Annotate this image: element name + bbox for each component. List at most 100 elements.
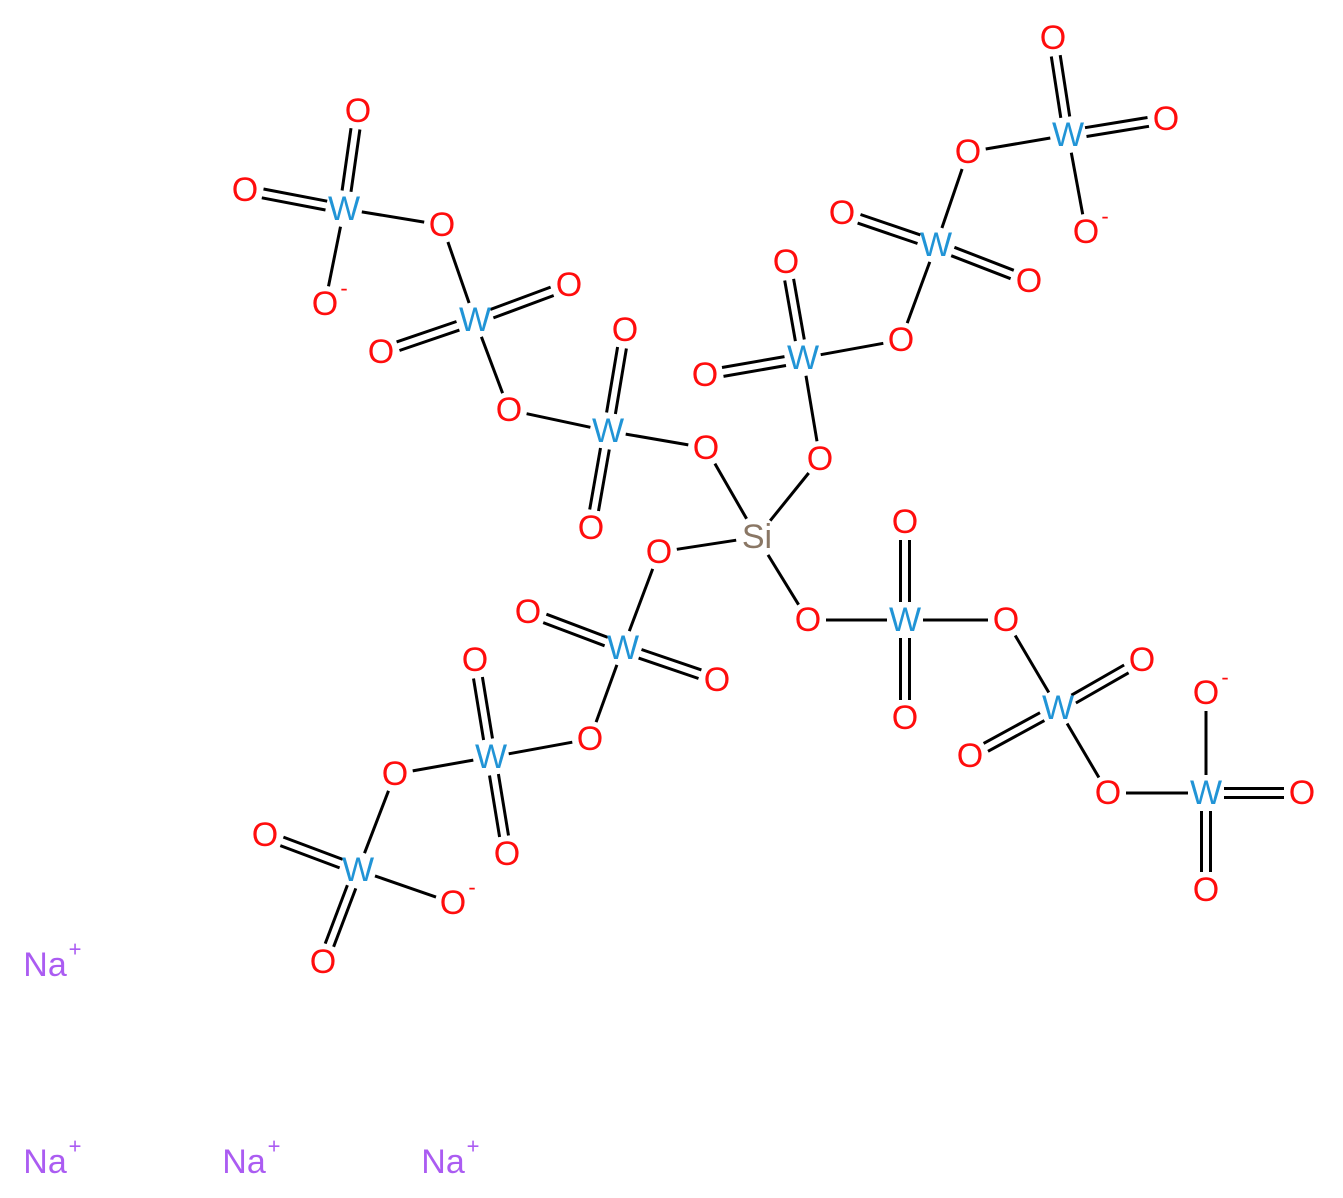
negative-charge-label: - [1101,204,1108,229]
single-bond-line [625,432,689,447]
atom-o_b1: O [496,391,522,429]
positive-charge-label: + [268,1134,281,1159]
atom-label: O [773,243,799,281]
atom-w3_ol: O [232,171,258,209]
single-bond-line [820,341,884,357]
single-bond-line [804,375,819,442]
single-bond-line [594,664,619,723]
atom-w3_ot: O [345,92,371,130]
atom-label: O [429,206,455,244]
double-bond-line [282,835,344,861]
single-bond-line [361,210,425,224]
atom-label: W [459,301,491,339]
atom-label: W [592,412,624,450]
atom-o_b5: O [577,720,603,758]
atom-w5_or: O [1016,262,1042,300]
single-bond-line [526,412,591,429]
atom-w4_ot: O [773,243,799,281]
atom-label: O [955,133,981,171]
single-bond-line [713,462,748,520]
double-bond-line [641,648,702,672]
atom-w6: W [1052,116,1084,154]
atom-w2: W [459,301,491,339]
atom-label: O [496,391,522,429]
atom-w2_ol: O [368,333,394,371]
double-bond-line [1084,116,1148,130]
atom-label: Na [222,1143,266,1181]
double-bond-line [588,447,602,510]
atom-label: O [1193,871,1219,909]
double-bond-line [1058,54,1072,117]
double-bond-line [1086,124,1150,138]
atom-label: O [310,943,336,981]
single-bond-line [412,758,474,773]
atom-label: O [440,884,466,922]
double-bond-line [349,129,362,193]
atom-label: W [1052,116,1084,154]
single-bond-line [676,538,737,551]
double-bond-line [542,621,606,648]
atom-label: O [232,171,258,209]
atom-label: O [612,311,638,349]
atom-label: W [607,629,639,667]
double-bond-line [1070,663,1125,697]
atom-label: Si [742,518,772,556]
atom-label: O [795,601,821,639]
atom-w9_om: O- [440,875,476,923]
atom-w2_or: O [556,266,582,304]
atom-na4: Na+ [421,1134,479,1182]
atom-label: O [345,92,371,130]
double-bond-line [638,656,699,680]
atom-w12: W [1190,774,1222,812]
atom-label: O [382,755,408,793]
atom-w9_ol: O [252,816,278,854]
double-bond-line [953,245,1015,272]
double-bond-line [783,280,797,342]
atom-label: W [889,601,921,639]
atom-w8_ob: O [494,835,520,873]
double-bond-line [987,719,1046,753]
double-bond-line [396,320,457,344]
atom-o2: O [807,440,833,478]
atom-label: O [252,816,278,854]
atom-label: O [312,285,338,323]
single-bond-line [627,568,655,632]
atom-w12_om: O- [1193,665,1229,713]
atom-label: O [693,429,719,467]
atom-w1_ob: O [578,509,604,547]
atom-w7: W [607,629,639,667]
atom-label: O [892,699,918,737]
atom-w3_om: O- [312,276,348,324]
double-bond-line [860,213,921,237]
atom-label: O [1289,774,1315,812]
double-bond-line [480,676,494,739]
double-bond-line [723,364,787,378]
atom-na1: Na+ [23,937,81,985]
atom-o1: O [693,429,719,467]
bond-layer [261,54,1284,948]
atom-label: Na [23,946,67,984]
single-bond-line [363,790,390,854]
atom-label: O [1073,213,1099,251]
atom-label: W [1042,689,1074,727]
atom-w3: W [328,190,360,228]
double-bond-line [496,773,510,836]
atom-w4: W [787,339,819,377]
atom-w6_or: O [1153,100,1179,138]
atom-o3: O [646,533,672,571]
atom-na2: Na+ [23,1134,81,1182]
atom-label: W [920,226,952,264]
positive-charge-label: + [467,1134,480,1159]
double-bond-line [792,278,806,340]
atom-label: O [1129,641,1155,679]
atom-w8_ot: O [462,641,488,679]
atom-w10: W [889,601,921,639]
atom-label: O [368,333,394,371]
double-bond-line [399,328,460,352]
double-bond-line [263,187,328,203]
double-bond-line [605,346,620,413]
double-bond-line [492,294,555,320]
double-bond-line [323,884,349,945]
atom-w8: W [475,738,507,776]
atom-label: O [515,593,541,631]
